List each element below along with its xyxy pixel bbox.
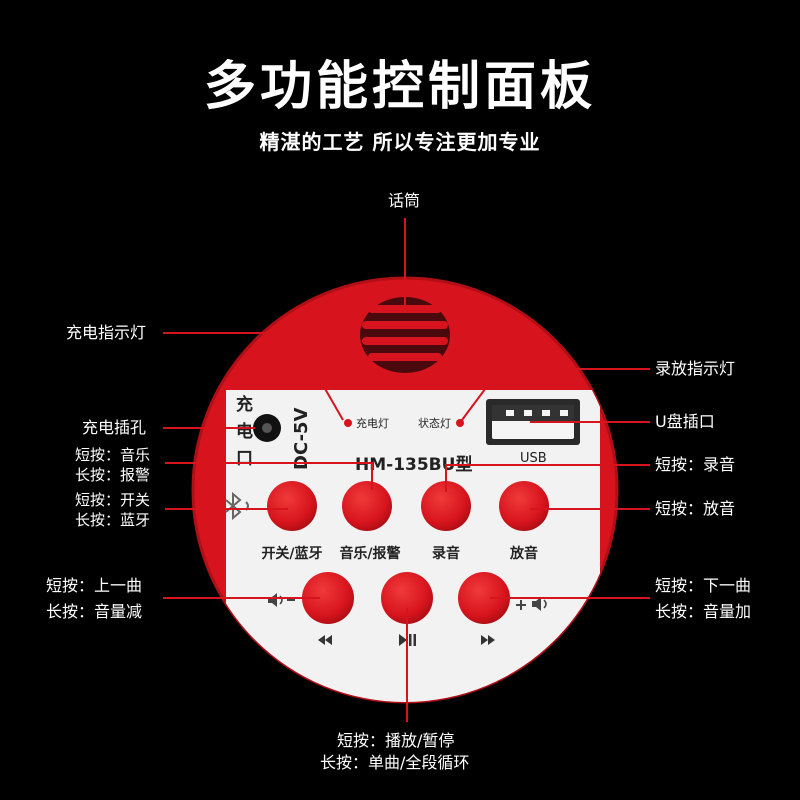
previous-track-button[interactable] (302, 572, 354, 624)
callout-power-long: 长按：蓝牙 (75, 511, 151, 529)
callout-record-indicator: 录放指示灯 (655, 359, 736, 378)
charge-port-label-1: 充 (236, 394, 253, 415)
music-alarm-button[interactable] (342, 481, 392, 531)
charge-port[interactable] (253, 414, 281, 442)
microphone-grille (360, 297, 450, 373)
usb-label: USB (520, 451, 547, 466)
callout-line-record-indicator (461, 368, 650, 421)
white-panel (226, 390, 600, 702)
volume-up-icon (516, 597, 547, 611)
callout-charge-indicator: 充电指示灯 (66, 323, 147, 342)
callout-music-short: 短按：音乐 (75, 446, 151, 464)
callout-mic: 话筒 (388, 191, 421, 210)
callout-line-music (165, 462, 373, 490)
next-track-button[interactable] (458, 572, 510, 624)
charge-led-label: 充电灯 (356, 416, 389, 430)
callout-line-record (445, 464, 650, 492)
callout-music-long: 长按：报警 (75, 466, 151, 484)
charge-led (344, 419, 352, 427)
play-pause-icon (399, 634, 416, 646)
play-pause-button[interactable] (381, 572, 433, 624)
power-bluetooth-button[interactable] (267, 481, 317, 531)
callout-charge-port: 充电插孔 (82, 418, 147, 437)
model-label: HM-135BU型 (355, 454, 472, 475)
callout-playpause-long: 长按：单曲/全段循环 (320, 753, 470, 772)
fast-forward-icon (481, 635, 495, 645)
music-alarm-label: 音乐/报警 (339, 545, 400, 562)
status-led-label: 状态灯 (418, 416, 451, 430)
charge-port-label-3: 口 (236, 449, 253, 469)
status-led (456, 419, 464, 427)
play-recording-label: 放音 (509, 545, 538, 562)
volume-down-icon (268, 593, 295, 607)
power-bluetooth-label: 开关/蓝牙 (261, 545, 322, 562)
callout-lines (163, 218, 650, 722)
callout-prev-short: 短按：上一曲 (46, 576, 143, 595)
record-label: 录音 (432, 545, 460, 562)
callout-play-short: 短按：放音 (655, 499, 736, 518)
callout-prev-long: 长按：音量减 (46, 602, 143, 621)
record-button[interactable] (421, 481, 471, 531)
dc-label: DC-5V (291, 407, 312, 470)
callout-usb: U盘插口 (655, 412, 715, 431)
callout-line-charge-indicator (163, 332, 344, 421)
charge-port-label-2: 电 (236, 421, 253, 442)
play-recording-button[interactable] (499, 481, 549, 531)
page-title: 多功能控制面板 (203, 57, 596, 117)
callout-playpause-short: 短按：播放/暂停 (337, 731, 455, 750)
callout-power-short: 短按：开关 (75, 491, 151, 509)
callout-record-short: 短按：录音 (655, 455, 736, 474)
page-subtitle: 精湛的工艺 所以专注更加专业 (259, 130, 541, 154)
rewind-icon (318, 635, 332, 645)
callout-next-long: 长按：音量加 (655, 602, 752, 621)
callout-next-short: 短按：下一曲 (655, 576, 752, 595)
